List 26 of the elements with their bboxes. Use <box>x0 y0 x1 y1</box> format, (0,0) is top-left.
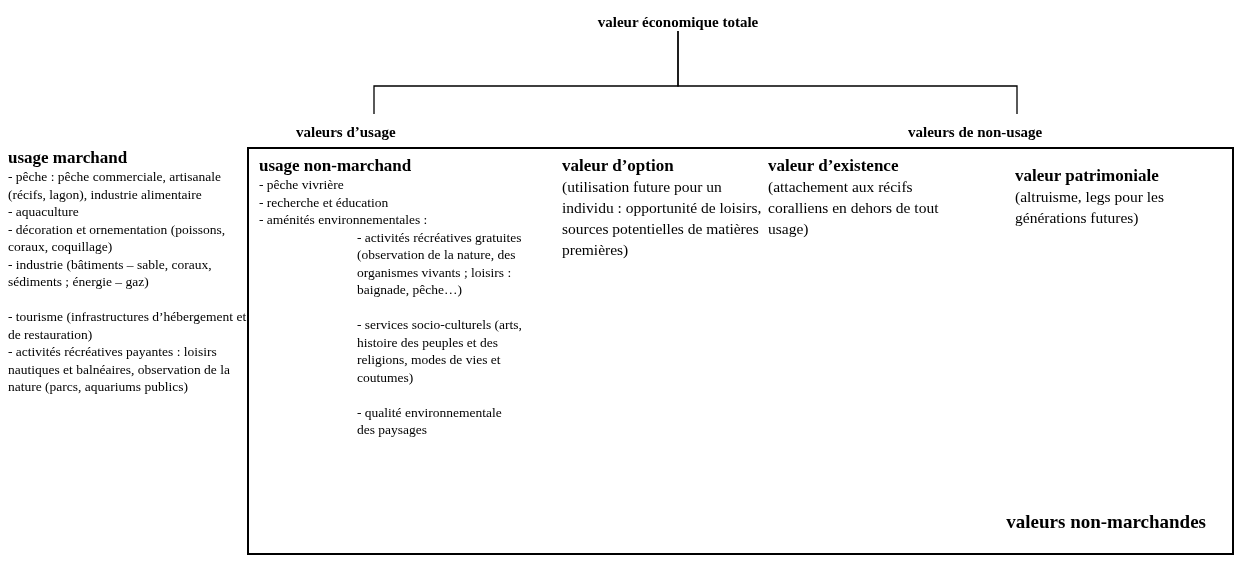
column-heading: usage marchand <box>8 147 129 168</box>
heading-text: valeurs de non-usage <box>908 114 1126 141</box>
column-text: - qualité environnementale des paysages <box>357 403 503 439</box>
column-text: (utilisation future pour un individu : opportunité de loisirs, sources potentielles de matières premières) <box>562 177 763 260</box>
column-text: - services socio-culturels (arts, histoire des peuples et des religions, modes de vies et coutumes) <box>357 316 523 386</box>
column-text: - tourisme (infrastructures d’hébergement et de restauration) <box>8 308 248 343</box>
column-text: - décoration et ornementation (poissons, coraux, coquillage) <box>8 220 227 256</box>
frame-box <box>247 147 1234 555</box>
column-text: - aquaculture <box>8 203 80 221</box>
column-text: - pêche : pêche commerciale, artisanale (récifs, lagon), industrie alimentaire <box>8 168 222 203</box>
frame-title: valeurs non-marchandes <box>1006 511 1206 533</box>
column-heading: usage non-marchand <box>259 155 413 176</box>
column-text: - pêche vivrière <box>259 176 345 194</box>
heading-text: valeurs d’usage <box>296 114 452 141</box>
column-heading: valeur d’option <box>562 155 675 176</box>
heading-text: valeur économique totale <box>578 14 778 31</box>
column-heading: valeur patrimoniale <box>1015 165 1160 186</box>
column-heading: valeur d’existence <box>768 155 900 176</box>
column-text: (attachement aux récifs coralliens en dehors de tout usage) <box>768 177 940 239</box>
column-text: - activités récréatives payantes : loisirs nautiques et balnéaires, observation de la nature (parcs, aquariums publics) <box>8 343 231 396</box>
column-text: - aménités environnementales : <box>259 211 429 229</box>
column-text: - industrie (bâtiments – sable, coraux, sédiments ; énergie – gaz) <box>8 255 213 291</box>
column-text: - recherche et éducation <box>259 193 390 211</box>
connector-line <box>677 30 1018 115</box>
column-text: (altruisme, legs pour les générations futures) <box>1015 187 1165 228</box>
column-text: - activités récréatives gratuites (observation de la nature, des organismes vivants ; loisirs : baignade, pêche…) <box>357 228 523 299</box>
